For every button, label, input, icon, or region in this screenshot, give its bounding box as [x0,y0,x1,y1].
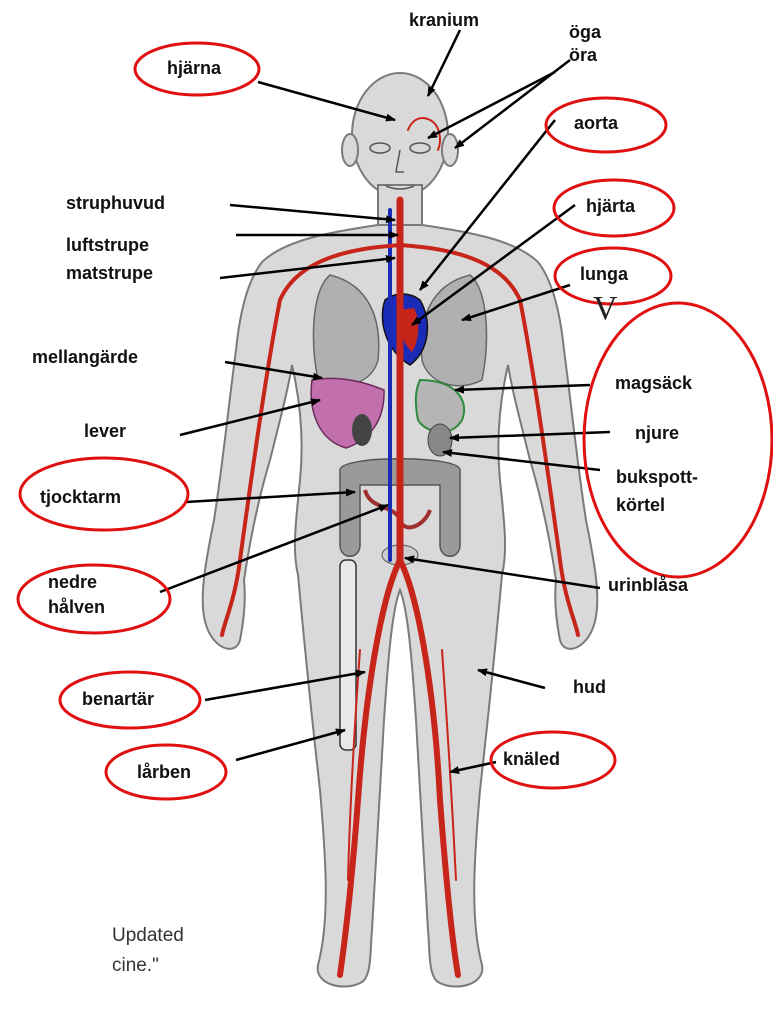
label-ora: öra [569,45,597,65]
arrow-ora [428,72,555,138]
label-hjarta: hjärta [586,196,635,216]
label-nedre-line2: hålven [48,597,105,617]
label-matstrupe: matstrupe [66,263,153,283]
arrow-struphuvud [230,205,395,220]
label-benartar: benartär [82,689,154,709]
label-nedre-line1: nedre [48,572,97,592]
label-aorta: aorta [574,113,618,133]
label-larben: lårben [137,762,191,782]
label-lever: lever [84,421,126,441]
label-hud: hud [573,677,606,697]
label-kranium: kranium [409,10,479,30]
stray-mark-v: V [593,290,618,328]
label-urinblasa: urinblåsa [608,575,688,595]
caption-line-2: cine." [112,955,159,977]
label-knaled: knäled [503,749,560,769]
label-mellangarde: mellangärde [32,347,138,367]
caption-line-1: Updated [112,925,184,947]
label-struphuvud: struphuvud [66,193,165,213]
blood-vessels [222,118,578,975]
label-luftstrupe: luftstrupe [66,235,149,255]
label-magsack: magsäck [615,373,692,393]
label-oga: öga [569,22,601,42]
arrow-kranium [428,30,460,96]
label-bukspott-line1: bukspott- [616,467,698,487]
label-lunga: lunga [580,264,628,284]
label-njure: njure [635,423,679,443]
label-bukspott-line2: körtel [616,495,665,515]
label-tjocktarm: tjocktarm [40,487,121,507]
label-hjarna: hjärna [167,58,221,78]
